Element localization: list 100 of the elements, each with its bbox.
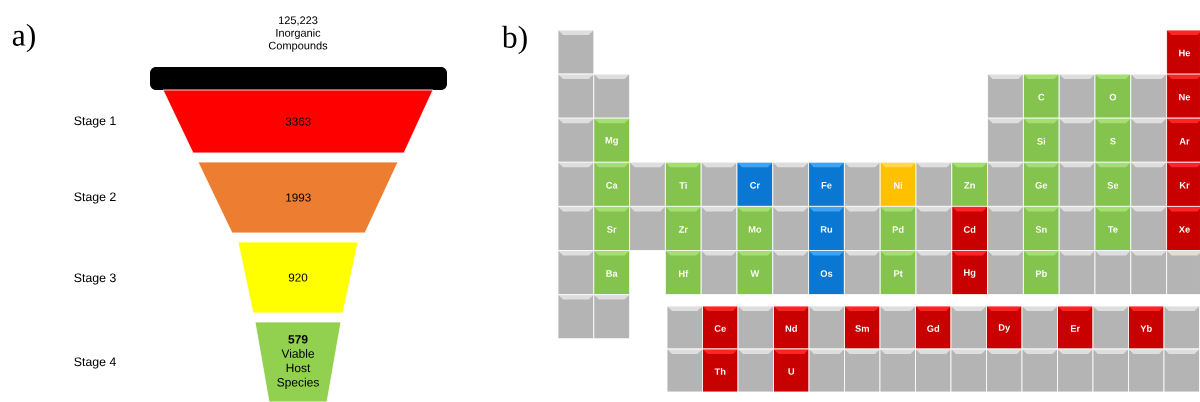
blank-tile xyxy=(737,305,774,350)
funnel-stage: 3363 xyxy=(162,89,434,154)
blank-tile xyxy=(987,73,1024,119)
blank-tile xyxy=(737,348,774,393)
node-label: 125,223 Inorganic Compounds xyxy=(268,16,328,52)
blank-tile xyxy=(629,205,666,251)
blank-tile xyxy=(700,161,738,207)
blank-tile xyxy=(986,348,1023,393)
element-tile: Zr xyxy=(665,205,702,251)
blank-tile xyxy=(950,348,987,393)
element-tile: Ca xyxy=(593,161,630,207)
blank-tile xyxy=(879,348,916,393)
element-tile: Nd xyxy=(773,305,810,350)
blank-tile xyxy=(700,250,738,295)
element-tile: Dy xyxy=(986,305,1023,350)
blank-tile xyxy=(772,205,809,251)
element-tile: Th xyxy=(702,348,739,393)
element-tile: Se xyxy=(1094,161,1132,207)
blank-tile xyxy=(1021,305,1058,350)
blank-tile xyxy=(1057,348,1094,393)
element-tile: Kr xyxy=(1166,161,1200,207)
blank-tile xyxy=(1094,250,1132,295)
blank-tile xyxy=(1021,348,1058,393)
element-tile: C xyxy=(1023,73,1060,119)
stage-label: Stage 4 xyxy=(74,357,116,369)
blank-tile xyxy=(1058,117,1096,163)
element-tile: Mg xyxy=(593,117,630,163)
blank-tile xyxy=(987,161,1024,207)
element-tile: W xyxy=(736,250,774,295)
element-tile: Ge xyxy=(1023,161,1060,207)
element-tile: Fe xyxy=(808,161,845,207)
element-tile: Sr xyxy=(593,205,630,251)
blank-tile xyxy=(1130,205,1167,251)
blank-tile xyxy=(808,305,845,350)
blank-tile xyxy=(593,73,630,119)
blank-tile xyxy=(666,348,703,393)
element-tile: Hg xyxy=(951,250,988,295)
element-tile: Hf xyxy=(665,250,702,295)
funnel-bar: 125,223 Inorganic Compounds xyxy=(150,16,447,90)
element-tile: U xyxy=(773,348,810,393)
blank-tile xyxy=(1163,348,1200,393)
element-tile: Ti xyxy=(665,161,702,207)
blank-tile xyxy=(557,250,595,295)
element-tile: Te xyxy=(1094,205,1132,251)
blank-tile xyxy=(844,348,881,393)
blank-tile xyxy=(987,205,1024,251)
blank-tile xyxy=(1130,250,1167,295)
blank-tile xyxy=(915,348,952,393)
stage-label: Stage 2 xyxy=(74,192,116,204)
blank-tile xyxy=(772,250,809,295)
element-tile: Ba xyxy=(593,250,630,295)
element-tile: Er xyxy=(1057,305,1094,350)
blank-tile xyxy=(808,348,845,393)
funnel-stage: 1993 xyxy=(197,161,399,234)
stage-label: Stage 3 xyxy=(74,273,116,285)
element-tile: Yb xyxy=(1128,305,1165,350)
funnel-stage: 920 xyxy=(237,241,359,314)
blank-tile xyxy=(844,250,881,295)
blank-tile xyxy=(1166,250,1200,295)
blank-tile xyxy=(557,161,595,207)
blank-tile xyxy=(557,294,595,340)
element-tile: Cd xyxy=(951,205,988,251)
funnel-stage: 579 Viable Host Species xyxy=(254,321,342,402)
element-tile: Zn xyxy=(951,161,988,207)
blank-tile xyxy=(1130,73,1167,119)
element-tile: Xe xyxy=(1166,205,1200,251)
blank-tile xyxy=(593,294,630,340)
panel-label: a) xyxy=(12,23,35,53)
blank-tile xyxy=(1058,205,1096,251)
blank-tile xyxy=(987,250,1024,295)
element-tile: Sm xyxy=(844,305,881,350)
blank-tile xyxy=(915,161,953,207)
blank-tile xyxy=(1128,348,1165,393)
blank-tile xyxy=(915,250,953,295)
element-tile: S xyxy=(1094,117,1132,163)
blank-tile xyxy=(987,117,1024,163)
blank-tile xyxy=(629,161,666,207)
blank-tile xyxy=(772,161,809,207)
element-tile: O xyxy=(1094,73,1132,119)
element-tile: Os xyxy=(808,250,845,295)
element-tile: Sn xyxy=(1023,205,1060,251)
blank-tile xyxy=(1058,161,1096,207)
blank-tile xyxy=(950,305,987,350)
element-tile: Ni xyxy=(879,161,917,207)
blank-tile xyxy=(1130,117,1167,163)
blank-tile xyxy=(879,305,916,350)
blank-tile xyxy=(666,305,703,350)
element-tile: Ne xyxy=(1166,73,1200,119)
blank-tile xyxy=(557,205,595,251)
blank-tile xyxy=(844,205,881,251)
blank-tile xyxy=(1058,250,1096,295)
element-tile: Pd xyxy=(879,205,917,251)
element-tile: Si xyxy=(1023,117,1060,163)
element-tile: Ce xyxy=(702,305,739,350)
blank-tile xyxy=(1130,161,1167,207)
element-tile: Pb xyxy=(1023,250,1060,295)
blank-tile xyxy=(1092,305,1129,350)
blank-tile xyxy=(557,117,595,163)
element-tile: He xyxy=(1166,29,1200,75)
element-tile: Mo xyxy=(736,205,774,251)
